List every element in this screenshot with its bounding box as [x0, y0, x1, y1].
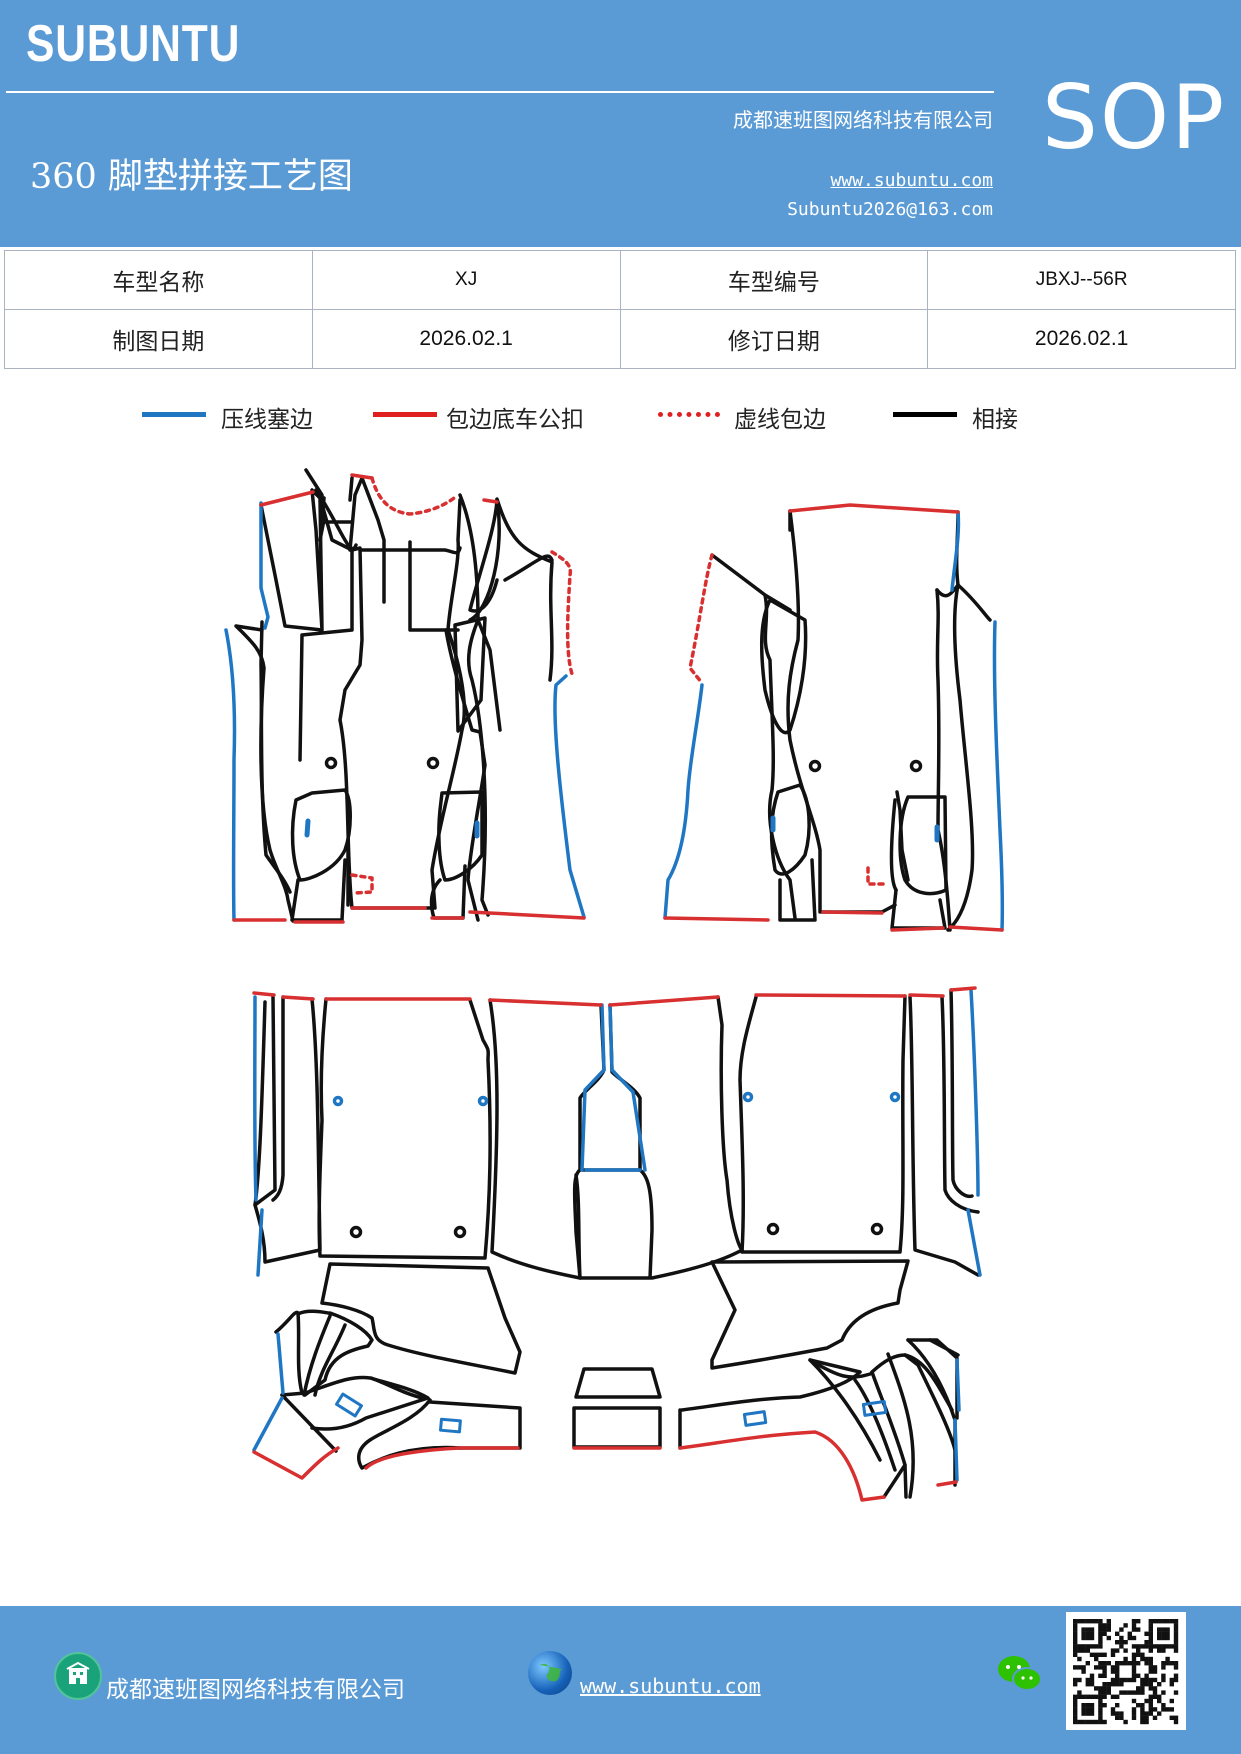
header-email: Subuntu2026@163.com — [787, 199, 993, 220]
revision-date-value: 2026.02.1 — [927, 309, 1236, 369]
qr-code[interactable] — [1066, 1612, 1186, 1730]
vehicle-name-label: 车型名称 — [4, 250, 313, 310]
clip-hole — [808, 759, 822, 773]
legend-label: 虚线包边 — [734, 407, 826, 433]
clip-hole-blue — [332, 1095, 344, 1107]
drawing-date-label: 制图日期 — [4, 309, 313, 369]
drawing-date-value: 2026.02.1 — [311, 309, 621, 369]
rear-mat-row — [252, 986, 982, 1502]
clip-hole-blue — [742, 1091, 754, 1103]
revision-date-label: 修订日期 — [619, 309, 929, 369]
clip-hole — [453, 1225, 467, 1239]
legend-black-line — [893, 412, 957, 417]
clip-hole — [349, 1225, 363, 1239]
vehicle-code-label: 车型编号 — [619, 250, 929, 310]
front-left-mat — [224, 468, 586, 924]
page-title: 360 脚垫拼接工艺图 — [30, 157, 353, 197]
front-right-mat — [663, 503, 1005, 932]
sop-label: SOP — [1042, 66, 1227, 169]
qr-code-pattern — [1073, 1619, 1179, 1725]
header-company-name: 成都速班图网络科技有限公司 — [733, 108, 993, 132]
clip-hole — [870, 1222, 884, 1236]
clip-hole — [426, 756, 440, 770]
legend-label: 包边底车公扣 — [446, 407, 584, 433]
footer-website-link[interactable]: www.subuntu.com — [580, 1674, 761, 1698]
vehicle-name-value: XJ — [311, 250, 621, 310]
globe-icon — [528, 1651, 572, 1695]
wechat-icon[interactable] — [997, 1654, 1043, 1694]
header-website-link[interactable]: www.subuntu.com — [830, 170, 993, 191]
building-icon — [54, 1652, 102, 1700]
legend-red-line — [373, 412, 437, 417]
table-row: 车型名称 XJ 车型编号 JBXJ--56R — [4, 250, 1236, 310]
clip-hole — [766, 1222, 780, 1236]
legend-label: 压线塞边 — [221, 407, 313, 433]
clip-hole — [324, 756, 338, 770]
footer-company-name: 成都速班图网络科技有限公司 — [106, 1677, 405, 1703]
slot-mark — [304, 818, 311, 838]
header-banner — [0, 0, 1241, 247]
slot-mark — [742, 1410, 768, 1427]
clip-hole-blue — [889, 1091, 901, 1103]
brand-logo: SUBUNTU — [26, 15, 241, 73]
legend-blue-line — [142, 412, 206, 417]
legend-label: 相接 — [972, 407, 1018, 433]
header-divider — [6, 91, 994, 93]
clip-hole-blue — [477, 1095, 489, 1107]
slot-mark — [334, 1392, 364, 1418]
slot-mark — [439, 1417, 462, 1434]
clip-hole — [909, 759, 923, 773]
table-row: 制图日期 2026.02.1 修订日期 2026.02.1 — [4, 309, 1236, 369]
vehicle-code-value: JBXJ--56R — [927, 250, 1236, 310]
vehicle-info-table: 车型名称 XJ 车型编号 JBXJ--56R 制图日期 2026.02.1 修订… — [4, 250, 1236, 369]
slot-mark — [861, 1400, 888, 1417]
legend-red-dotted-line — [658, 412, 720, 417]
